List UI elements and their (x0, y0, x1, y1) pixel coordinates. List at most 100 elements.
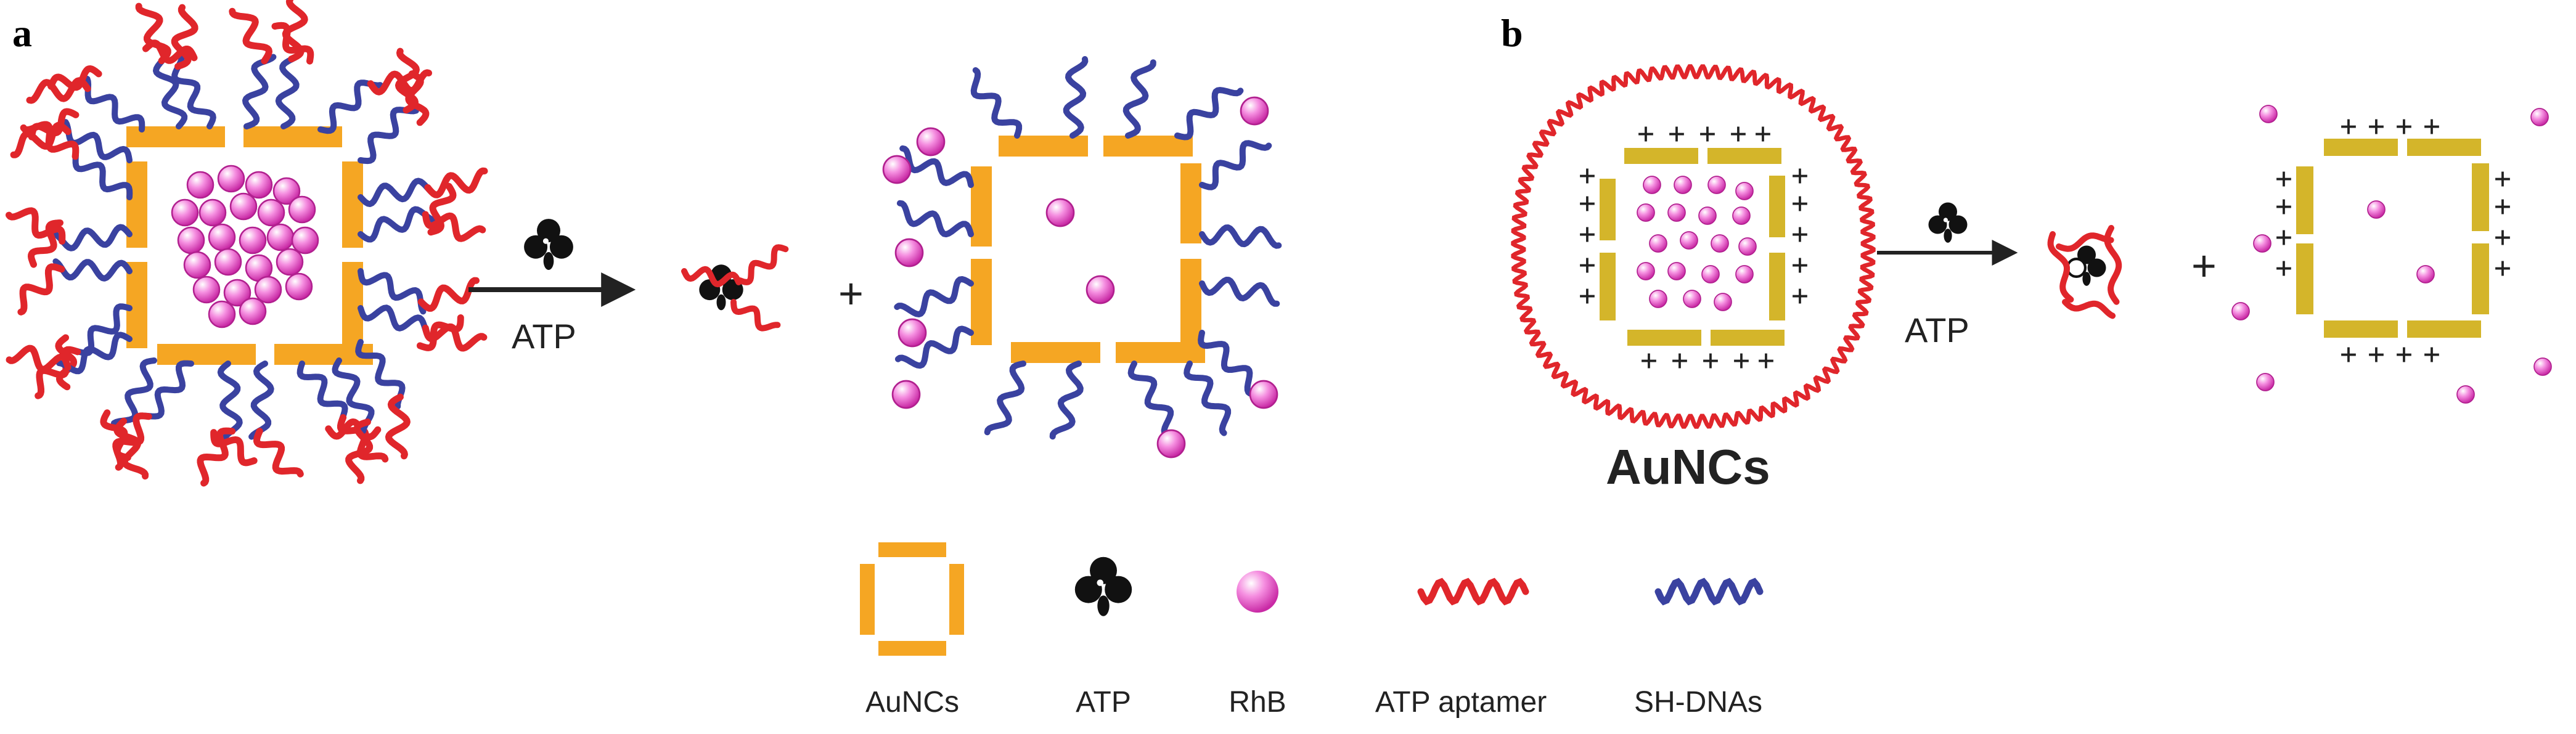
charge-symbol: + (1791, 279, 1809, 312)
sh-dna-strand (1122, 59, 1156, 139)
charge-symbol: + (2340, 337, 2357, 370)
rhb-particle (1637, 203, 1655, 222)
rhb-particle (285, 272, 313, 301)
rhb-particle (272, 177, 301, 205)
panel-label-a: a (12, 11, 32, 55)
sh-dna-strand (275, 51, 303, 129)
rhb-particle (239, 297, 267, 325)
open-aunc-a (882, 56, 1282, 459)
sh-dna-strand (332, 357, 375, 434)
aptamer-strand (417, 277, 480, 312)
charge-symbol: + (2275, 251, 2292, 284)
sh-dna-strand (358, 177, 438, 207)
sh-dna-strand (171, 54, 216, 129)
rhb-particle (1738, 237, 1757, 256)
charge-symbol: + (1579, 279, 1596, 312)
aptamer-strand (271, 22, 314, 65)
aptamer-strand (325, 418, 382, 441)
rhb-particle (276, 248, 304, 276)
legend-item-shdna: SH-DNAs (1634, 577, 1764, 719)
aptamer-strand (681, 266, 742, 288)
panel-label-b: b (1501, 11, 1523, 55)
panel-b: ++++++++++++++++++++ AuNCs ATP + +++++++… (1511, 64, 2552, 494)
charge-symbol: + (2275, 220, 2292, 253)
aptamer-strand (253, 428, 304, 478)
rhb-particle (291, 226, 319, 255)
atp-icon (1074, 557, 1132, 616)
rhb-particle (882, 155, 912, 184)
sh-dna-strand (358, 304, 433, 340)
rhb-particle (1667, 262, 1686, 280)
sh-dna-strand (153, 49, 188, 129)
aptamer-strand (385, 393, 411, 460)
rhb-particle (898, 318, 927, 348)
charge-symbol: + (1791, 158, 1809, 192)
capped-aunc-b: ++++++++++++++++++++ (1511, 64, 1876, 429)
sh-dna-strand (217, 361, 243, 441)
rhb-particle (1701, 265, 1720, 283)
rhb-particle (214, 248, 242, 276)
released-rhb-a (882, 96, 1278, 459)
charge-symbol: + (1579, 248, 1596, 281)
sh-dna-strand (242, 54, 277, 129)
aptamer-strand (405, 70, 430, 126)
atp-glyph (1074, 557, 1132, 616)
arrow-label-a: ATP (512, 317, 576, 356)
rhb-particle (1714, 293, 1732, 311)
rhb-particle (257, 198, 285, 227)
rhb-particle (245, 171, 273, 199)
panel-a: ATP + (6, 0, 1282, 487)
charge-symbol: + (1733, 343, 1750, 377)
aptamer-strand-icon (1417, 577, 1529, 606)
aptamer-strand (135, 2, 171, 65)
rhb-particle (254, 275, 282, 304)
aptamer-strand (229, 7, 272, 65)
sh-dna-strand-icon (1654, 577, 1764, 606)
surface-charges-b-open: ++++++++++++++++ (2275, 109, 2511, 370)
rhb-particle (198, 198, 227, 227)
charge-symbol: + (2494, 220, 2511, 253)
charge-symbol: + (2395, 109, 2413, 142)
aptamer-shell-b (1511, 64, 1876, 429)
sh-dna-strand (894, 325, 974, 369)
rhb-particle (1711, 234, 1729, 253)
atp-glyph (524, 219, 573, 270)
rhb-particle (223, 279, 251, 307)
rhb-particle (1735, 265, 1754, 283)
aptamer-strand (6, 345, 72, 373)
rhb-particle (1735, 182, 1754, 200)
aptamer-strand (737, 244, 789, 285)
legend: AuNCs ATP RhB ATP aptamer SH-DNAs (860, 542, 1764, 719)
sh-dna-strand (248, 361, 274, 440)
loaded-aunc-a (6, 0, 488, 487)
rhb-particle (891, 380, 921, 409)
rhb-particle (1649, 234, 1667, 253)
legend-label-shdna: SH-DNAs (1634, 686, 1762, 719)
legend-label-aptamer: ATP aptamer (1375, 686, 1547, 719)
plus-sign-a: + (838, 269, 864, 317)
rhb-particle (2231, 302, 2250, 320)
atp-aptamer-complex-a (681, 244, 789, 332)
rhb-particle (2416, 265, 2435, 283)
aptamer-strand (47, 65, 102, 91)
charge-symbol: + (2395, 337, 2413, 370)
legend-item-atp: ATP (1074, 557, 1132, 719)
charge-symbol: + (1579, 158, 1596, 192)
aptamer-strand (17, 263, 65, 316)
legend-label-aunc: AuNCs (865, 686, 959, 719)
atp-icon (1928, 202, 1968, 243)
arrow-label-b: ATP (1905, 311, 1969, 349)
rhb-particle (208, 300, 236, 328)
aptamer-strand (171, 4, 198, 70)
sh-dna-strand (136, 360, 194, 420)
sh-dna-strand (1198, 330, 1253, 397)
rhb-particle (266, 223, 295, 251)
sh-dna-strands-a (894, 56, 1282, 440)
aptamer-strand (10, 122, 72, 158)
charge-symbol: + (2423, 337, 2440, 370)
charge-symbol: + (1754, 116, 1772, 150)
charge-symbol: + (1702, 343, 1719, 377)
rhb-particle (1086, 275, 1115, 304)
sh-dna-strand (62, 119, 133, 163)
legend-item-aunc: AuNCs (860, 542, 964, 719)
